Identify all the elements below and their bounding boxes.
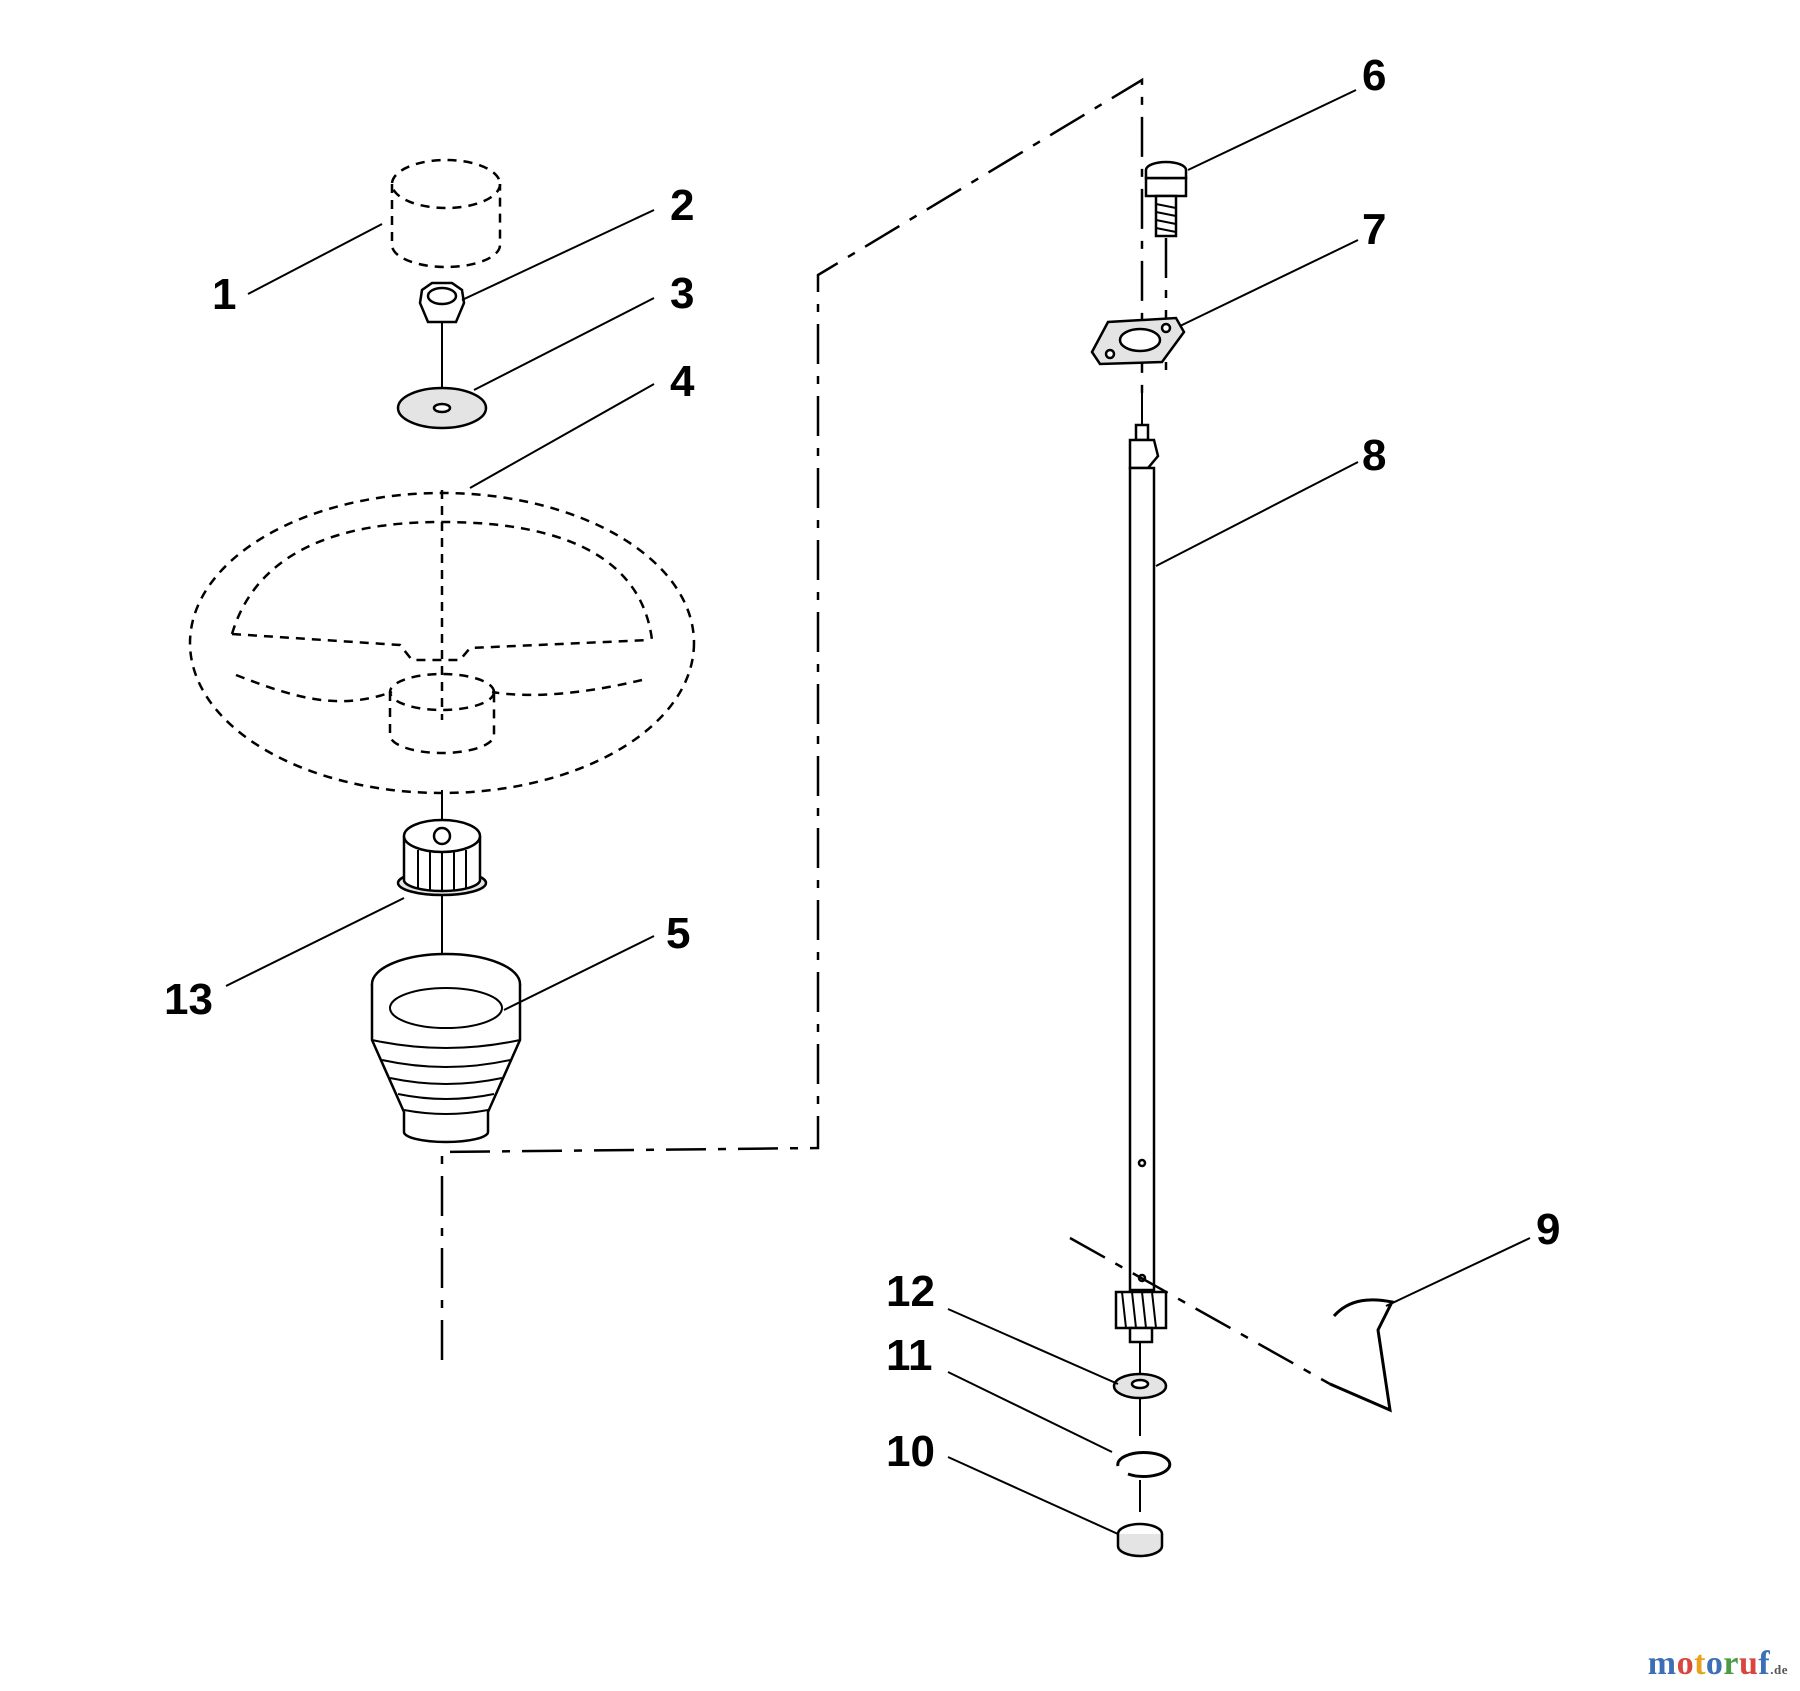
part-5-boot (370, 952, 522, 1144)
callout-2: 2 (670, 181, 694, 230)
callout-5: 5 (666, 909, 690, 958)
part-8-steering-shaft (1128, 386, 1160, 1292)
part-2-nut (418, 281, 466, 324)
callout-4: 4 (670, 357, 695, 406)
part-13-adapter (396, 818, 488, 897)
callout-3: 3 (670, 269, 694, 318)
watermark-letter: r (1723, 1645, 1739, 1682)
part-3-washer (396, 386, 488, 430)
part-7-mounting-plate (1090, 316, 1186, 366)
callout-1: 1 (212, 270, 236, 319)
callout-10: 10 (886, 1427, 935, 1476)
callout-9: 9 (1536, 1205, 1560, 1254)
part-12-washer (1112, 1372, 1168, 1400)
part-9-hairpin-clip (1329, 1298, 1395, 1413)
part-10-bushing (1116, 1522, 1164, 1558)
leader-lines (225, 89, 1531, 1535)
callout-7: 7 (1362, 205, 1386, 254)
callout-12: 12 (886, 1267, 935, 1316)
part-6-bolt (1144, 160, 1188, 238)
watermark-text: motoruf (1648, 1645, 1771, 1682)
watermark-letter: o (1676, 1645, 1695, 1682)
watermark-letter: u (1739, 1645, 1759, 1682)
pinion-gear (1114, 1290, 1168, 1344)
part-1-cap (390, 158, 502, 269)
watermark-tld: .de (1770, 1662, 1788, 1677)
watermark-letter: o (1705, 1645, 1724, 1682)
part-11-retaining-ring (1116, 1451, 1172, 1478)
callout-8: 8 (1362, 431, 1386, 480)
dash-dot-connector (440, 77, 1144, 1360)
callout-11: 11 (886, 1331, 933, 1380)
watermark-logo: motoruf.de (1648, 1645, 1788, 1683)
callout-6: 6 (1362, 51, 1386, 100)
watermark-letter: f (1758, 1645, 1771, 1682)
callout-13: 13 (164, 975, 213, 1024)
watermark-letter: t (1694, 1645, 1706, 1682)
watermark-letter: m (1647, 1645, 1677, 1682)
part-4-steering-wheel (188, 490, 696, 795)
